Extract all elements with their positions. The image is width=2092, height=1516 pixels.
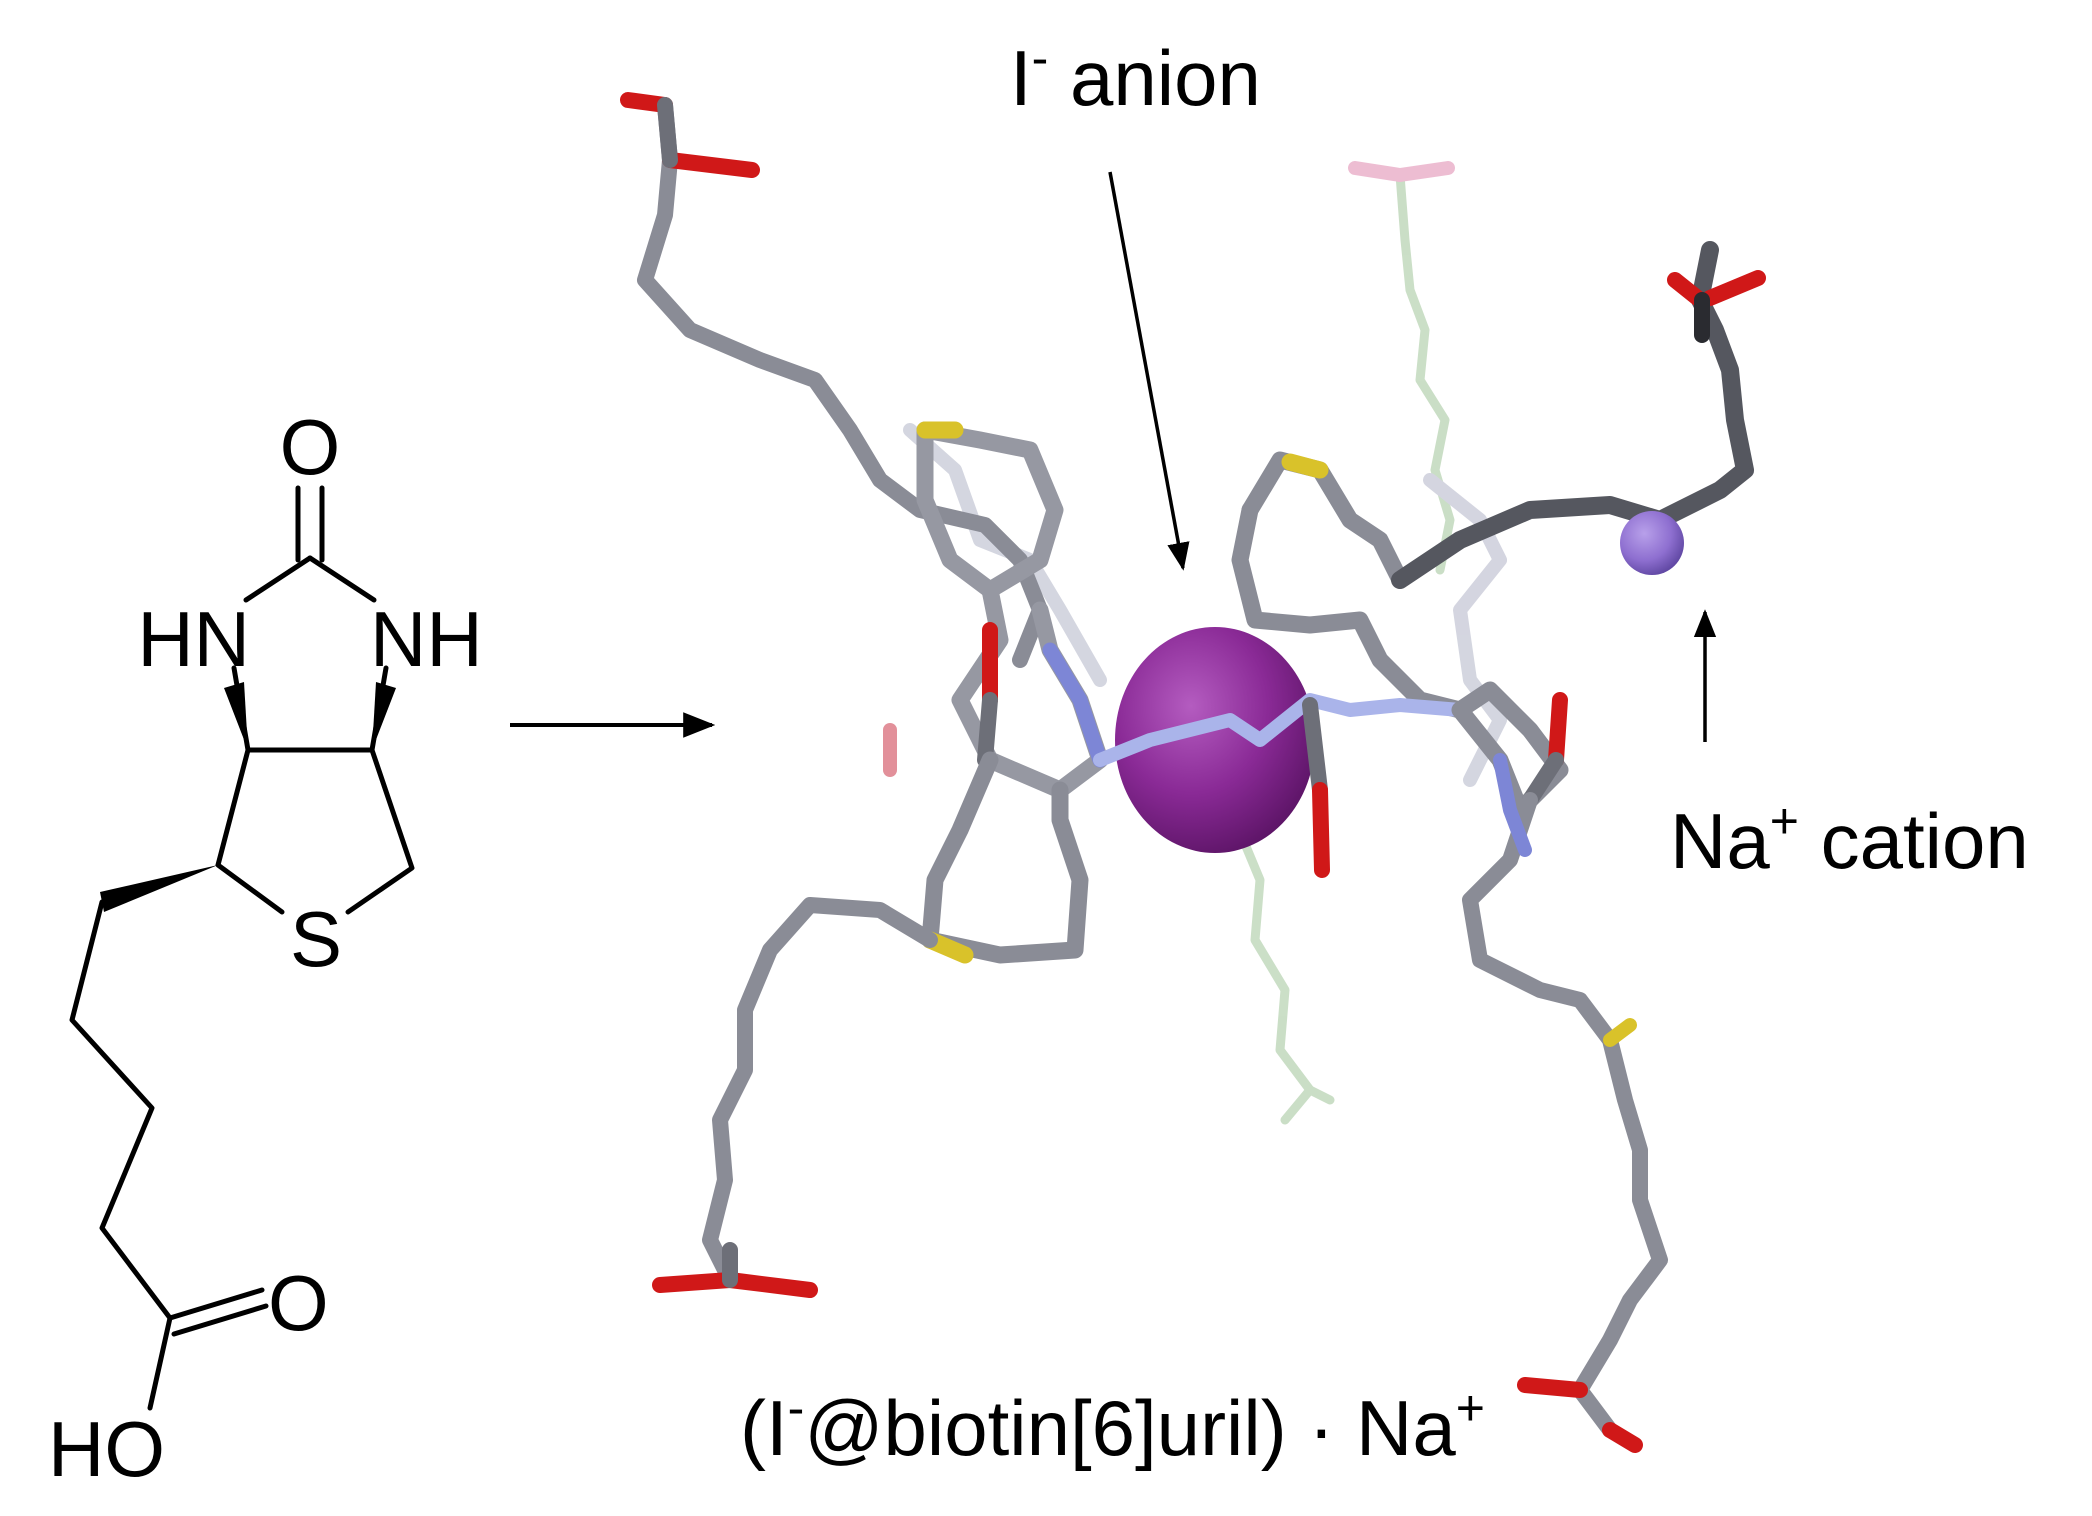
svg-text:I- anion: I- anion xyxy=(1010,30,1261,122)
iodide-anion-sphere xyxy=(1115,627,1315,853)
anion-label-text: anion xyxy=(1048,34,1261,122)
ghost-carboxyl-bottom xyxy=(1280,1085,1315,1125)
chain-right-upper xyxy=(1391,241,1754,589)
side-chain-wedge xyxy=(100,865,218,912)
carbonyl-left-carbon xyxy=(977,692,998,768)
caption-middle: @biotin[6]uril) · Na xyxy=(804,1384,1456,1472)
atom-carbonyl-oxygen: O xyxy=(280,403,341,491)
ring-center-left xyxy=(1231,501,1469,719)
carboxyl-left-upper-c xyxy=(657,97,678,168)
complex-caption: (I-@biotin[6]uril) · Na+ xyxy=(740,1380,1485,1472)
valeric-chain xyxy=(69,899,173,1321)
carbonyl-right-oxygen xyxy=(1548,692,1568,768)
thiophane-bond-right xyxy=(345,747,415,915)
carboxyl-left-upper-oxygen-b xyxy=(662,152,760,178)
crystal-structure-model xyxy=(620,92,1766,1453)
chain-right-lower xyxy=(1462,792,1668,1438)
cation-label: Na+ cation xyxy=(1670,793,2029,885)
chain-left-lower xyxy=(702,897,938,1288)
svg-text:Na+ cation: Na+ cation xyxy=(1670,793,2029,885)
nitrogen-left xyxy=(1042,642,1108,768)
svg-text:(I-@biotin[6]uril) · Na+: (I-@biotin[6]uril) · Na+ xyxy=(740,1380,1485,1472)
caption-anion-charge: - xyxy=(788,1380,805,1436)
ghost-chain-top xyxy=(1395,170,1455,575)
carbonyl-center-carbon xyxy=(1302,697,1328,798)
carboxyl-right-upper-b xyxy=(1702,270,1766,306)
atom-sulfur: S xyxy=(290,895,342,983)
carboxyl-left-lower-b xyxy=(722,1272,818,1298)
anion-label-charge: - xyxy=(1032,30,1049,86)
carboxyl-left-lower-a xyxy=(652,1272,738,1293)
ring-left-1 xyxy=(916,421,1064,599)
caption-cation-charge: + xyxy=(1456,1380,1485,1436)
acid-double-bond-2 xyxy=(171,1303,269,1337)
thiophane-bond-left xyxy=(215,747,285,915)
anion-pointer-arrow xyxy=(1108,171,1190,571)
carbonyl-center-oxygen xyxy=(1312,782,1330,878)
anion-label: I- anion xyxy=(1010,30,1261,122)
biotin-structure: O HN NH S O HO xyxy=(48,403,483,1493)
ring-center-top xyxy=(1241,451,1409,589)
acid-double-bond-1 xyxy=(167,1287,265,1321)
nitrogen-right-lower xyxy=(1493,753,1532,857)
cation-label-text: cation xyxy=(1799,797,2029,885)
atom-hydroxyl: HO xyxy=(48,1405,165,1493)
wedge-bond-right xyxy=(372,682,396,750)
cation-label-charge: + xyxy=(1770,793,1799,849)
wedge-bond-left xyxy=(224,682,248,750)
chain-left-upper xyxy=(637,97,1048,668)
ghost-ring-back xyxy=(1423,473,1507,787)
urea-bond-left xyxy=(243,555,313,603)
atom-acid-oxygen: O xyxy=(268,1259,329,1347)
ghost-carboxyl-top-1 xyxy=(1348,161,1407,182)
anion-label-symbol: I xyxy=(1010,34,1032,122)
caption-open: (I xyxy=(740,1384,788,1472)
sulfur-center xyxy=(1281,453,1329,479)
nitrogen-center-bridge xyxy=(1093,693,1467,767)
atom-right-nitrogen: NH xyxy=(370,595,483,683)
ring-lower-left xyxy=(921,751,1089,964)
urea-bond-right xyxy=(307,555,377,603)
sulfur-right-lower xyxy=(1603,1018,1637,1047)
carboxyl-right-lower-a xyxy=(1517,1377,1588,1398)
cation-label-symbol: Na xyxy=(1670,797,1770,885)
sodium-cation-sphere xyxy=(1620,511,1684,575)
atom-left-nitrogen: HN xyxy=(137,595,250,683)
acid-oh-bond xyxy=(147,1315,173,1411)
carboxyl-right-lower-b xyxy=(1602,1422,1643,1453)
ghost-carboxyl-top-2 xyxy=(1393,161,1455,182)
